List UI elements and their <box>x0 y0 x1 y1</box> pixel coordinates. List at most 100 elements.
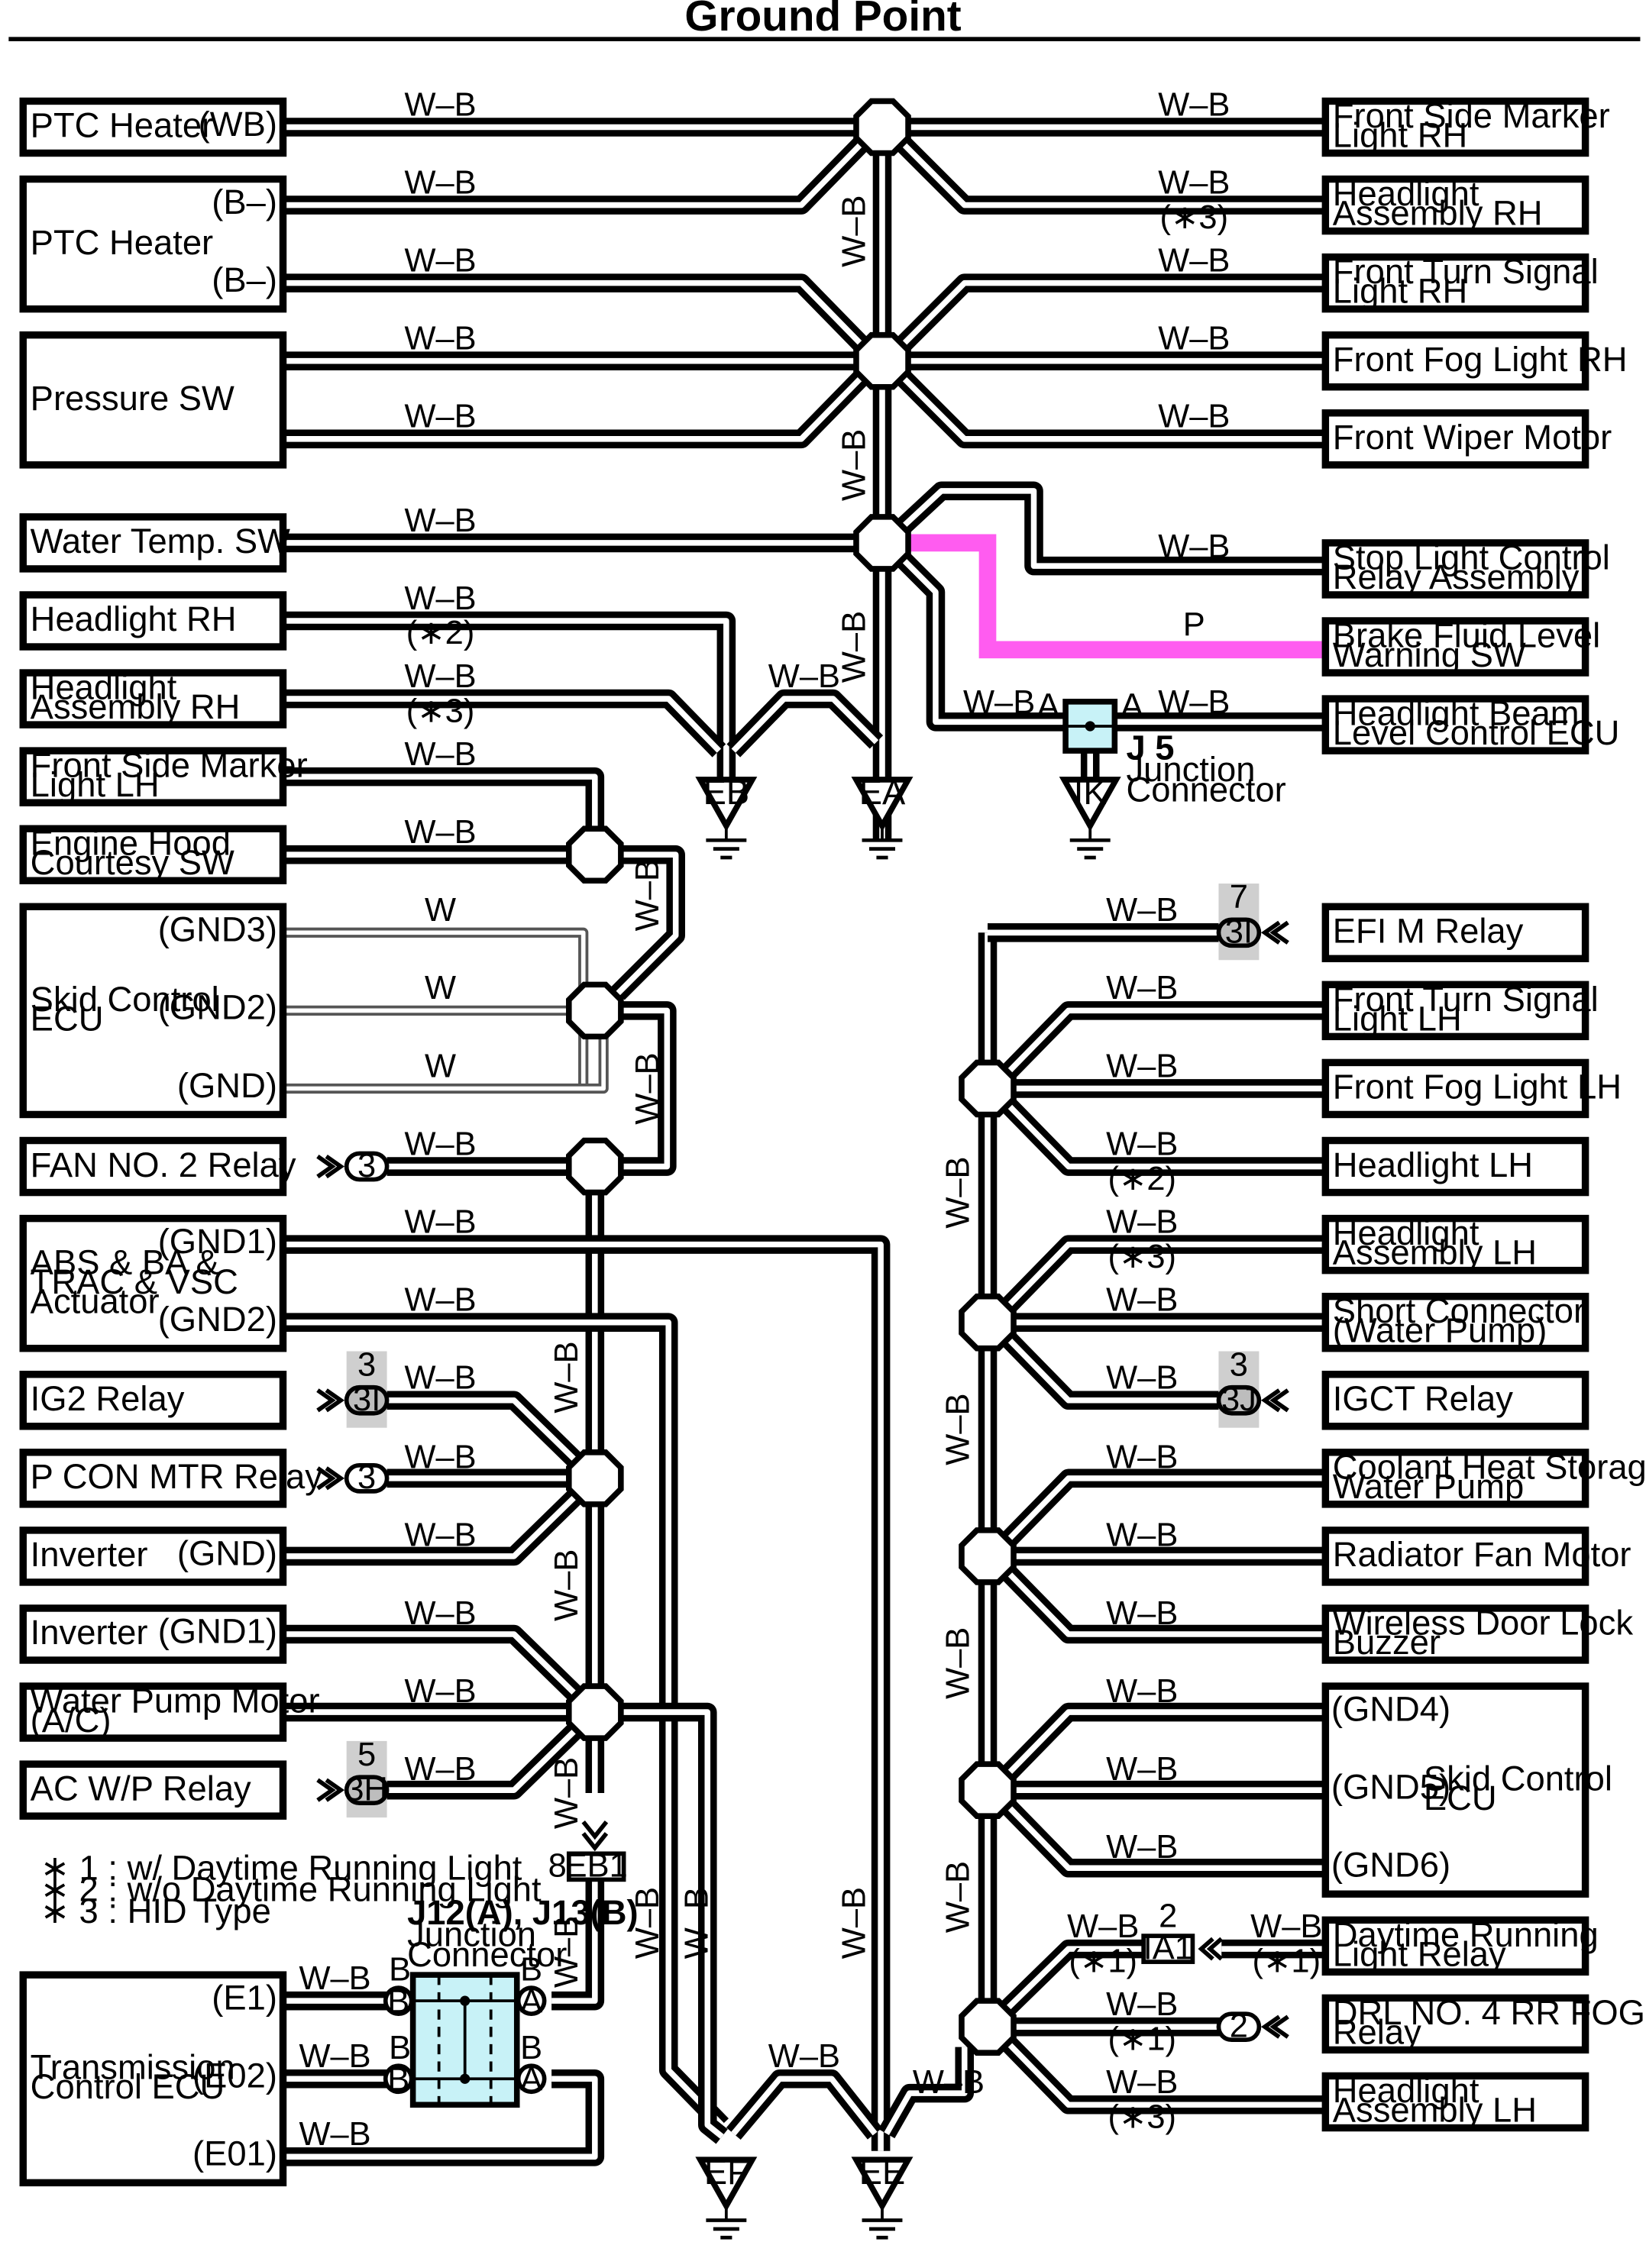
components: PTC Heater(WB)PTC Heater(B–)(B–)Pressure… <box>19 96 1646 2187</box>
wire-label: W–B <box>1106 1595 1178 1632</box>
connector-c_fan2-code: 3 <box>357 1148 376 1184</box>
wire-label: W–B <box>548 1549 585 1621</box>
connector-ia1-code: IA1 <box>1143 1930 1193 1966</box>
ground-ee-label: EE <box>859 2153 906 2192</box>
component-hlarh2-name-line: Headlight <box>1333 174 1479 213</box>
wire-label: W–B <box>836 195 872 267</box>
component-igct: IGCT Relay <box>1321 1371 1589 1430</box>
pin-label: (B–) <box>212 183 277 221</box>
component-chs-name-line: Water Pump <box>1333 1467 1524 1506</box>
splice-node <box>959 1293 1017 1352</box>
j12-pin-a1: A <box>520 1983 542 2020</box>
component-wpm-name-line: (A/C) <box>31 1701 112 1740</box>
component-drl4-name-line: DRL NO. 4 RR FOG <box>1333 1993 1645 2032</box>
component-drl-name-line: Light Relay <box>1333 1934 1506 1973</box>
component-fsmrh-name-line: Front Side Marker <box>1333 96 1610 135</box>
component-wdl-name-line: Buzzer <box>1333 1623 1441 1662</box>
component-ehcs-name-line: Courtesy SW <box>31 843 234 882</box>
pin-label: (GND1) <box>158 1222 277 1261</box>
j12-id: J12(A), J13(B) <box>407 1893 638 1932</box>
splice-nodes <box>566 98 1017 2056</box>
wire-label: W–B <box>404 1517 476 1554</box>
component-inv2: Inverter(GND1) <box>19 1604 287 1664</box>
component-inv1-name-line: Inverter <box>31 1535 148 1574</box>
wire-label: W–B <box>404 399 476 435</box>
wire-label: W–B <box>1106 1282 1178 1319</box>
wire-label: W–B <box>1158 321 1230 357</box>
pin-label: (GND3) <box>158 910 277 949</box>
j12-top-b1: B <box>389 1952 411 1989</box>
component-fwm: Front Wiper Motor <box>1321 409 1612 469</box>
ground-ea: EA <box>851 773 914 860</box>
component-ptc2-name-line: PTC Heater <box>31 223 213 262</box>
pin-label: (B–) <box>212 260 277 299</box>
splice-node <box>566 1683 624 1741</box>
connector-eb1: EB1 8 <box>548 1820 628 1885</box>
wire-label: W–B <box>404 1595 476 1632</box>
wire-label: W–B <box>1158 86 1230 123</box>
connector-c3j: 3J3 <box>1216 1347 1289 1428</box>
wire-label: W–B <box>548 1341 585 1413</box>
wire-hlarh <box>283 689 726 758</box>
wire-label: W–B <box>548 1916 585 1988</box>
component-ffrh-name-line: Front Fog Light RH <box>1333 340 1628 379</box>
component-fan2: FAN NO. 2 Relay <box>19 1136 296 1197</box>
wire-label: W–B <box>404 658 476 695</box>
splice-node <box>959 1527 1017 1585</box>
component-hlarh-name-line: Assembly RH <box>31 687 241 726</box>
component-hlarh2-name-line: Assembly RH <box>1333 194 1543 233</box>
wire-label: W–B <box>836 611 872 683</box>
connector-c3j-code: 3J <box>1221 1381 1256 1418</box>
option-annotation: (∗3) <box>1108 2099 1176 2136</box>
component-ftslh-name-line: Light LH <box>1333 999 1462 1038</box>
j12-top-b3: B <box>520 1952 542 1989</box>
wire-label: W–B <box>1106 1751 1178 1788</box>
wire-label: W–B <box>1106 1360 1178 1397</box>
pin-label: (WB) <box>199 105 277 144</box>
component-bfl-name-line: Warning SW <box>1333 635 1526 674</box>
component-wtemp-name-line: Water Temp. SW <box>31 522 290 561</box>
component-skid1-name-line: ECU <box>31 999 104 1038</box>
splice-node <box>566 1449 624 1507</box>
wire-label: P <box>1183 606 1205 643</box>
splice-node <box>959 1059 1017 1118</box>
ground-ea-label: EA <box>859 773 906 812</box>
wire-label: W <box>425 1048 456 1084</box>
note-3: ∗ 3 : HID Type <box>40 1892 271 1930</box>
note-2: ∗ 2 : w/o Daytime Running Light <box>40 1870 542 1909</box>
wire-label: W <box>425 970 456 1006</box>
wire-label: W–B <box>1106 1126 1178 1162</box>
wire-label: W–B <box>1158 399 1230 435</box>
component-drl4-name-line: Relay <box>1333 2012 1421 2051</box>
component-tecu-name-line: Control ECU <box>31 2067 225 2106</box>
component-hllh: Headlight LH <box>1321 1136 1589 1197</box>
component-ftslh-name-line: Front Turn Signal <box>1333 980 1599 1019</box>
wire-label: W <box>425 892 456 929</box>
wire-press-b <box>283 369 871 449</box>
component-abs-name-line: TRAC & VSC <box>31 1262 238 1301</box>
wire-label: W–B <box>404 1751 476 1788</box>
wire-label: W–B <box>1106 2064 1178 2101</box>
eb1-pin: 8 <box>548 1848 567 1885</box>
wire-label: W–B <box>678 1887 715 1959</box>
wire-label: W–B <box>299 2038 370 2075</box>
wire-label: W–B <box>939 1393 976 1465</box>
wire-label: W–B <box>1158 528 1230 565</box>
splice-node <box>566 825 624 884</box>
wire-label: W–B <box>1158 164 1230 201</box>
component-pcon-name-line: P CON MTR Relay <box>31 1457 323 1496</box>
wire-label: W–B <box>963 684 1035 721</box>
